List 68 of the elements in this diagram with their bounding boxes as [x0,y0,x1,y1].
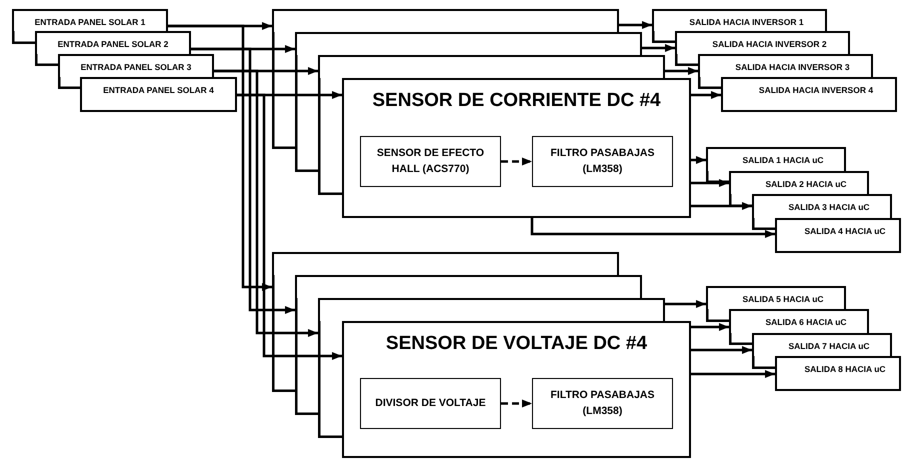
io-box [729,171,869,194]
box-label: SALIDA HACIA INVERSOR 2 [712,39,827,49]
box-label: SALIDA 4 HACIA uC [804,226,886,236]
box-label: SALIDA 5 HACIA uC [742,294,824,304]
sensor-block [342,78,691,218]
box-label: ENTRADA PANEL SOLAR 3 [80,62,192,72]
box-label: SALIDA 3 HACIA uC [788,202,870,212]
box-label: ENTRADA PANEL SOLAR 4 [103,85,214,95]
io-box [698,54,873,77]
arrow [214,70,318,337]
sensor-card [272,9,619,32]
arrow [691,370,775,378]
arrow [168,24,272,291]
box-label: SALIDA HACIA INVERSOR 1 [689,17,804,27]
arrow [530,218,775,238]
io-box [775,218,901,253]
arrow [691,323,729,331]
box-label: SALIDA 6 HACIA uC [765,317,847,327]
arrow [501,158,532,166]
box-label: FILTRO PASABAJAS (LM358) [549,146,656,176]
arrow [501,400,532,408]
sensor-card [272,252,619,275]
box-label: ENTRADA PANEL SOLAR 2 [58,39,168,49]
box-label: FILTRO PASABAJAS (LM358) [549,388,656,418]
arrow [665,67,698,75]
sensor-block [342,321,691,458]
io-box [675,31,850,54]
block-title: SENSOR DE CORRIENTE DC #4 [372,90,661,111]
sensor-card [318,55,665,78]
box-label: DIVISOR DE VOLTAJE [375,396,486,411]
box-label: SALIDA 8 HACIA uC [804,364,886,374]
io-box [35,31,191,54]
arrow [642,44,675,52]
box-label: SENSOR DE EFECTO HALL (ACS770) [376,146,486,176]
arrow [191,48,295,314]
arrow [691,202,752,210]
arrow [691,91,721,99]
io-box [752,194,892,218]
arrow [691,346,752,354]
io-box [58,54,214,77]
arrow [691,156,706,164]
process-box [360,136,501,187]
io-box [721,77,897,112]
arrow [237,94,342,360]
arrow [619,21,652,29]
process-box [532,378,673,429]
arrow [691,179,729,187]
box-label: SALIDA HACIA INVERSOR 3 [735,62,850,72]
io-box [752,333,892,356]
sensor-card [318,298,665,321]
arrow [665,300,706,308]
process-box [532,136,673,187]
box-label: SALIDA 1 HACIA uC [742,155,824,165]
io-box [12,9,168,31]
box-label: SALIDA HACIA INVERSOR 4 [758,85,874,95]
io-box [652,9,827,31]
io-box [706,286,846,309]
io-box [80,77,237,112]
box-label: ENTRADA PANEL SOLAR 1 [34,17,146,27]
sensor-card [295,32,642,55]
box-label: SALIDA 7 HACIA uC [788,341,870,351]
process-box [360,378,501,429]
box-label: SALIDA 2 HACIA uC [765,179,847,189]
io-box [775,356,901,391]
io-box [706,147,846,171]
sensor-card [295,275,642,298]
block-title: SENSOR DE VOLTAJE DC #4 [386,333,648,354]
io-box [729,309,869,333]
